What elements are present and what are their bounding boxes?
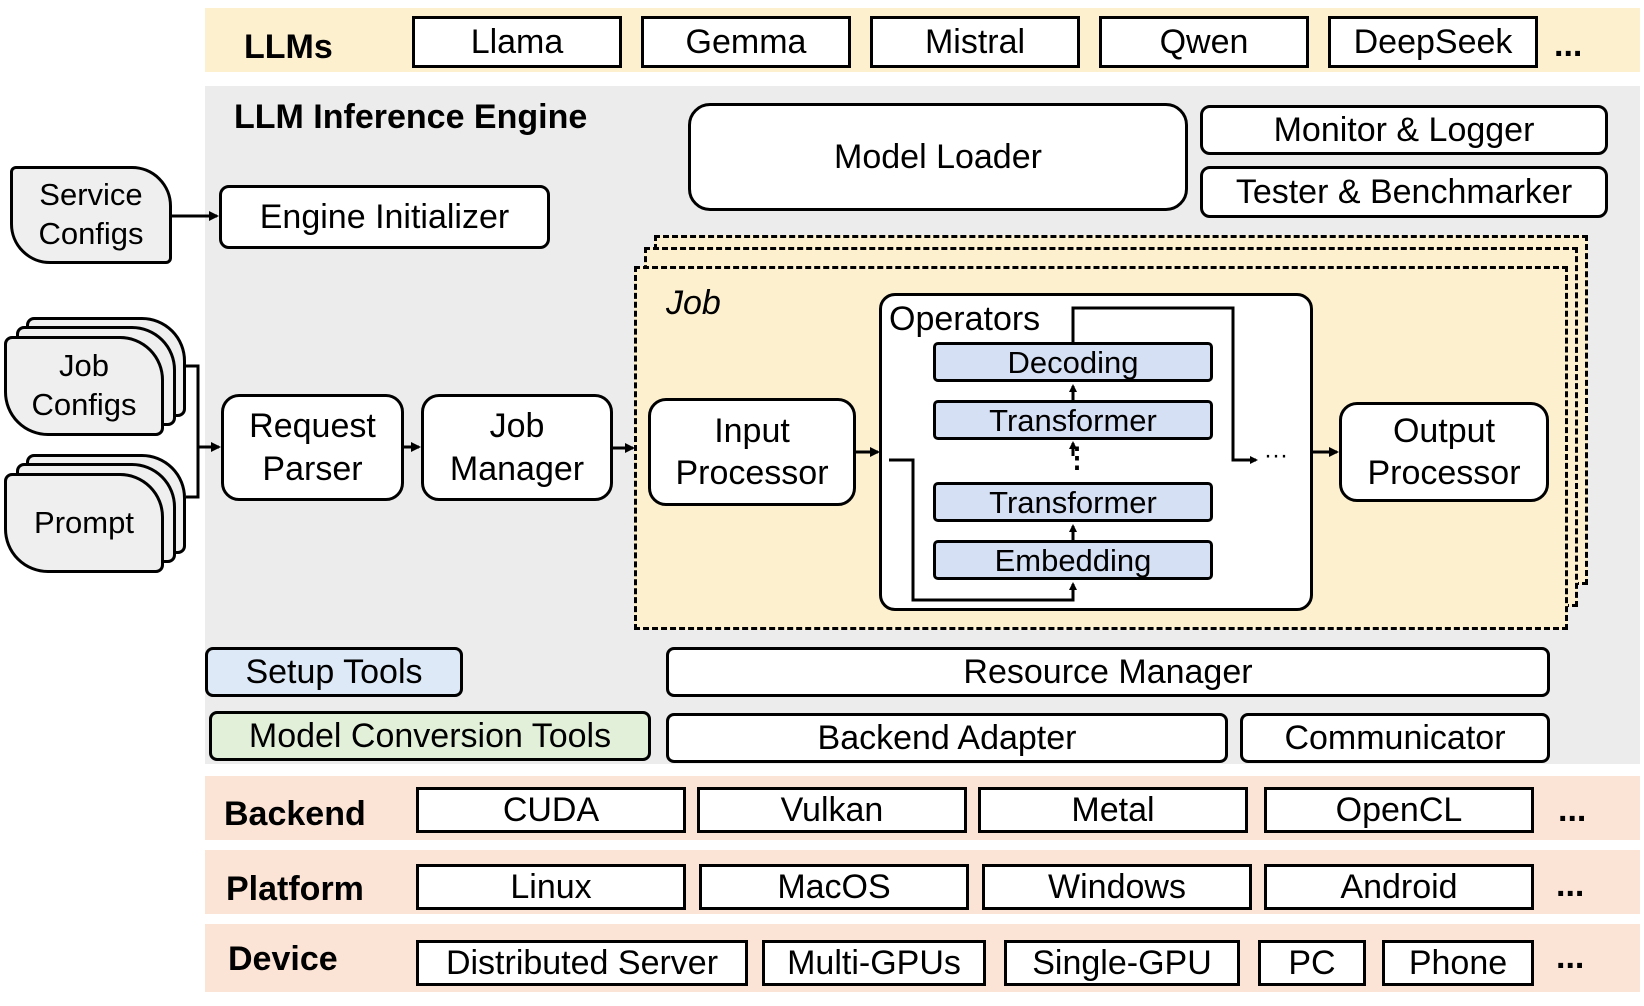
output-processor-line1: Output	[1392, 411, 1496, 450]
operators-hdots: ···	[1264, 442, 1288, 469]
tester-benchmarker: Tester & Benchmarker	[1200, 166, 1608, 218]
operators-vdots: ⋮	[1063, 442, 1091, 473]
input-processor-line1: Input	[714, 411, 790, 450]
service-configs-line2: Configs	[38, 216, 144, 251]
platform-label: Platform	[226, 870, 364, 908]
device-more: ...	[1556, 938, 1585, 976]
model-conversion-tools: Model Conversion Tools	[209, 711, 651, 761]
llm-deepseek: DeepSeek	[1328, 16, 1538, 68]
device-multi-gpus: Multi-GPUs	[762, 940, 986, 986]
request-parser-line1: Request	[249, 407, 376, 445]
llms-more: ...	[1554, 26, 1583, 64]
communicator: Communicator	[1240, 713, 1550, 763]
engine-title: LLM Inference Engine	[234, 98, 588, 136]
backend-adapter: Backend Adapter	[666, 713, 1228, 763]
device-label: Device	[228, 940, 338, 978]
device-pc: PC	[1258, 940, 1366, 986]
platform-linux: Linux	[416, 864, 686, 910]
engine-initializer: Engine Initializer	[219, 185, 550, 249]
job-title: Job	[666, 284, 721, 322]
device-phone: Phone	[1382, 940, 1534, 986]
setup-tools: Setup Tools	[205, 647, 463, 697]
job-manager-line1: Job	[489, 407, 545, 445]
backend-metal: Metal	[978, 787, 1248, 833]
platform-macos: MacOS	[699, 864, 969, 910]
monitor-logger: Monitor & Logger	[1200, 105, 1608, 155]
llm-qwen: Qwen	[1099, 16, 1309, 68]
job-configs-line1: Job	[59, 348, 109, 384]
backend-more: ...	[1558, 791, 1587, 829]
resource-manager: Resource Manager	[666, 647, 1550, 697]
bracket-inputs	[186, 364, 200, 499]
operator-transformer-bottom: Transformer	[933, 482, 1213, 522]
model-loader: Model Loader	[688, 103, 1188, 211]
llm-mistral: Mistral	[870, 16, 1080, 68]
flow-into-embedding	[889, 458, 1077, 602]
operators-title: Operators	[889, 302, 1045, 336]
device-single-gpu: Single-GPU	[1004, 940, 1240, 986]
llm-gemma: Gemma	[641, 16, 851, 68]
input-processor-line2: Processor	[675, 454, 829, 492]
job-manager-line2: Manager	[449, 449, 585, 488]
backend-label: Backend	[224, 795, 366, 833]
flow-decoding-output	[1071, 306, 1258, 464]
operator-decoding: Decoding	[933, 342, 1213, 382]
service-configs-line1: Service	[39, 177, 143, 213]
llm-llama: Llama	[412, 16, 622, 68]
output-processor-line2: Processor	[1367, 454, 1521, 492]
platform-windows: Windows	[982, 864, 1252, 910]
prompt-card: Prompt	[4, 473, 164, 573]
backend-vulkan: Vulkan	[697, 787, 967, 833]
backend-cuda: CUDA	[416, 787, 686, 833]
backend-opencl: OpenCL	[1264, 787, 1534, 833]
prompt-label: Prompt	[34, 504, 134, 540]
operator-transformer-top: Transformer	[933, 400, 1213, 440]
device-distributed-server: Distributed Server	[416, 940, 748, 986]
platform-more: ...	[1556, 866, 1585, 904]
request-parser-line2: Parser	[262, 449, 363, 488]
platform-android: Android	[1264, 864, 1534, 910]
job-configs-line2: Configs	[31, 387, 137, 422]
operator-embedding: Embedding	[933, 540, 1213, 580]
llms-label: LLMs	[244, 28, 333, 66]
